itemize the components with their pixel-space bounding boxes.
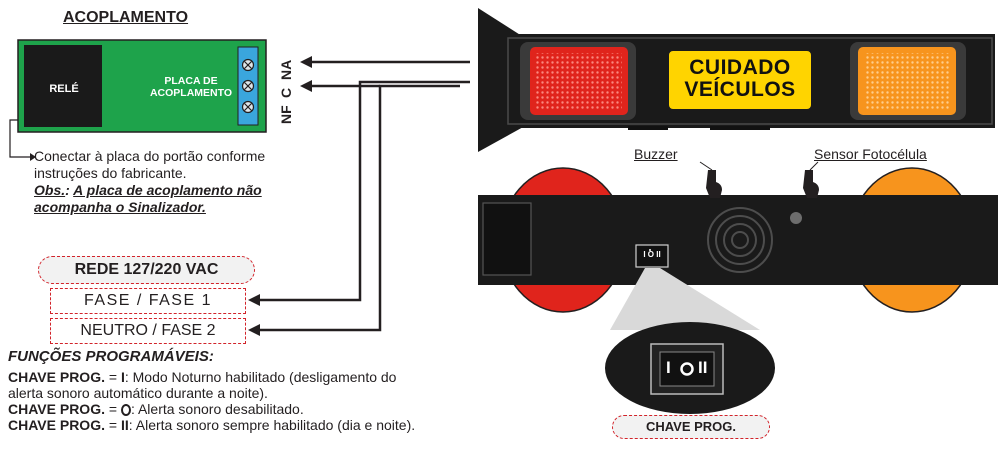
- obs-line2: acompanha o Sinalizador.: [34, 199, 206, 215]
- connect-line2: instruções do fabricante.: [34, 165, 187, 181]
- off-symbol-icon: [120, 404, 131, 416]
- device-bottom: [478, 167, 998, 313]
- function-item-night: CHAVE PROG. = I: Modo Noturno habilitado…: [8, 369, 397, 385]
- warning-sign-text: CUIDADO VEÍCULOS: [668, 57, 812, 101]
- sign-line1: CUIDADO: [689, 56, 791, 79]
- function-item-night-cont: alerta sonoro automático durante a noite…: [8, 385, 268, 401]
- coupling-title: ACOPLAMENTO: [63, 9, 189, 26]
- switch-label: CHAVE PROG.: [612, 415, 770, 439]
- coupling-board-label: PLACA DE ACOPLAMENTO: [136, 75, 246, 99]
- connect-instructions: Conectar à placa do portão conforme inst…: [34, 148, 364, 182]
- switch-zoom-i: I: [666, 358, 671, 377]
- terminal-na: NA: [278, 59, 294, 80]
- orange-lamp-dots: [864, 53, 950, 109]
- obs-line1: A placa de acoplamento não: [73, 182, 262, 198]
- power-line2: NEUTRO / FASE 2: [50, 318, 246, 344]
- function-item-always: CHAVE PROG. = II: Alerta sonoro sempre h…: [8, 417, 416, 433]
- switch-small: [635, 244, 669, 268]
- relay-label: RELÉ: [49, 83, 79, 95]
- sensor-label: Sensor Fotocélula: [814, 146, 927, 162]
- board-label-line2: ACOPLAMENTO: [149, 87, 233, 99]
- obs-sep: :: [65, 182, 74, 198]
- power-title: REDE 127/220 VAC: [38, 256, 255, 284]
- switch-zoom-ii: II: [698, 358, 708, 377]
- function-item-off: CHAVE PROG. = : Alerta sonoro desabilita…: [8, 401, 304, 417]
- switch-small-label: I O II: [643, 250, 661, 259]
- connect-line1: Conectar à placa do portão conforme: [34, 148, 266, 164]
- obs-note: Obs.: A placa de acoplamento não acompan…: [34, 182, 262, 216]
- terminal-screws: [241, 58, 255, 114]
- sign-line2: VEÍCULOS: [684, 78, 796, 101]
- pointer-icons: [706, 170, 819, 198]
- power-line1: FASE / FASE 1: [50, 288, 246, 314]
- board-label-line1: PLACA DE: [164, 75, 218, 87]
- functions-title: FUNÇÕES PROGRAMÁVEIS:: [8, 348, 214, 365]
- relay-block: [24, 45, 102, 127]
- terminal-c: C: [278, 87, 294, 98]
- red-lamp-dots: [536, 53, 622, 109]
- buzzer-label: Buzzer: [634, 146, 678, 162]
- obs-prefix: Obs.: [34, 182, 66, 198]
- terminal-nf: NF: [278, 105, 294, 124]
